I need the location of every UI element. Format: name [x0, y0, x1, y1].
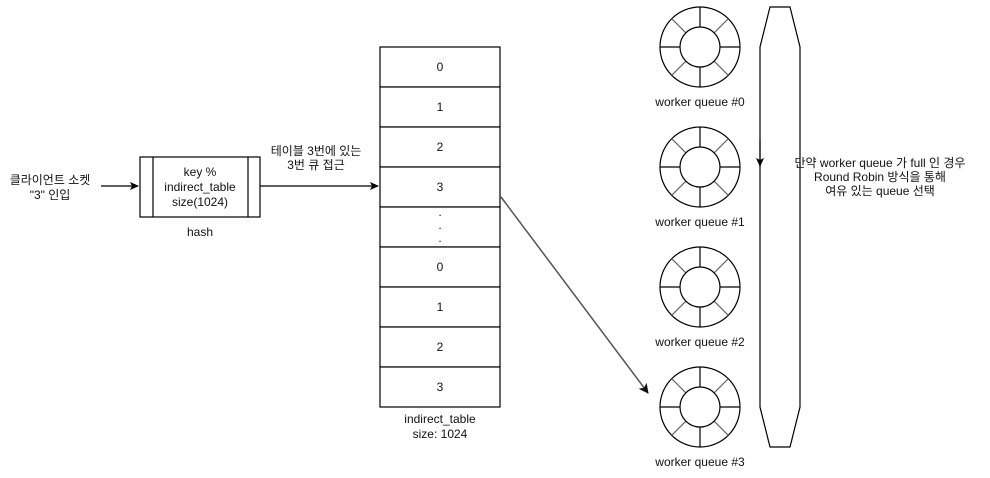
worker-queue-label: worker queue #0: [654, 95, 745, 109]
note-line2: Round Robin 방식을 통해: [814, 170, 946, 184]
worker-queue-label: worker queue #1: [654, 215, 745, 229]
table-cell-value: 0: [437, 260, 444, 274]
table-cell: 1: [379, 286, 501, 328]
table-cell-value: 0: [437, 60, 444, 74]
worker-queue-2: worker queue #2: [654, 246, 745, 349]
round-robin-note: 만약 worker queue 가 full 인 경우 Round Robin …: [795, 155, 966, 198]
table-cell: 1: [379, 86, 501, 128]
round-robin-loop-shape: [759, 6, 801, 448]
table-cell-value: 2: [437, 140, 444, 154]
hash-caption: hash: [187, 225, 213, 239]
hash-formula-line2: indirect_table: [164, 180, 236, 194]
worker-queue-label: worker queue #2: [654, 335, 745, 349]
table-cell: ...: [379, 205, 501, 248]
table-cell: 2: [379, 126, 501, 168]
worker-queue-1: worker queue #1: [654, 126, 745, 229]
worker-queues: worker queue #0 worker queue #1 worker que…: [654, 6, 745, 469]
table-cell-box: [379, 126, 501, 168]
hash-to-table-label-line1: 테이블 3번에 있는: [271, 144, 362, 158]
table-cell-value: 3: [437, 380, 444, 394]
hash-formula-line3: size(1024): [172, 195, 228, 209]
table-cell-box: [379, 166, 501, 208]
client-socket-label-line1: 클라이언트 소켓: [10, 173, 91, 187]
ring-buffer-icon: [659, 366, 741, 448]
table-cell-value: 3: [437, 180, 444, 194]
table-cell: 3: [379, 166, 501, 208]
table-cell: 2: [379, 326, 501, 368]
ellipsis-dot: .: [438, 231, 441, 245]
hash-process-box: key % indirect_table size(1024) hash: [139, 156, 261, 239]
indirect-table-caption-line2: size: 1024: [413, 427, 468, 441]
ellipsis-dot: .: [438, 218, 441, 232]
table-cell-box: [379, 286, 501, 328]
table-cell-value: 1: [437, 100, 444, 114]
hash-box-outline: [139, 156, 261, 218]
ellipsis-dot: .: [438, 205, 441, 219]
indirect-table: 0 1 2 3... 0 1 2 3: [379, 46, 501, 408]
table-to-worker-queue-arrow: [500, 196, 649, 394]
indirect-table-caption-line1: indirect_table: [404, 412, 476, 426]
table-cell-box: [379, 326, 501, 368]
table-cell: 0: [379, 46, 501, 88]
worker-queue-0: worker queue #0: [654, 6, 745, 109]
ring-buffer-icon: [659, 126, 741, 208]
ring-buffer-icon: [659, 6, 741, 88]
round-robin-loop: [756, 6, 801, 448]
hash-to-table-label-line2: 3번 큐 접근: [287, 158, 345, 172]
table-cell: 0: [379, 246, 501, 288]
client-socket-node: 클라이언트 소켓 "3" 인입: [10, 173, 91, 202]
table-cell-box: [379, 206, 501, 248]
table-cell-box: [379, 86, 501, 128]
worker-queue-label: worker queue #3: [654, 455, 745, 469]
client-socket-label-line2: "3" 인입: [30, 188, 71, 202]
ring-buffer-icon: [659, 246, 741, 328]
hash-formula-line1: key %: [184, 165, 217, 179]
table-cell-value: 2: [437, 340, 444, 354]
table-cell-box: [379, 366, 501, 408]
note-line1: 만약 worker queue 가 full 인 경우: [795, 155, 966, 170]
table-cell-box: [379, 246, 501, 288]
table-cell-value: 1: [437, 300, 444, 314]
worker-queue-3: worker queue #3: [654, 366, 745, 469]
table-cell: 3: [379, 366, 501, 408]
note-line3: 여유 있는 queue 선택: [825, 184, 935, 198]
